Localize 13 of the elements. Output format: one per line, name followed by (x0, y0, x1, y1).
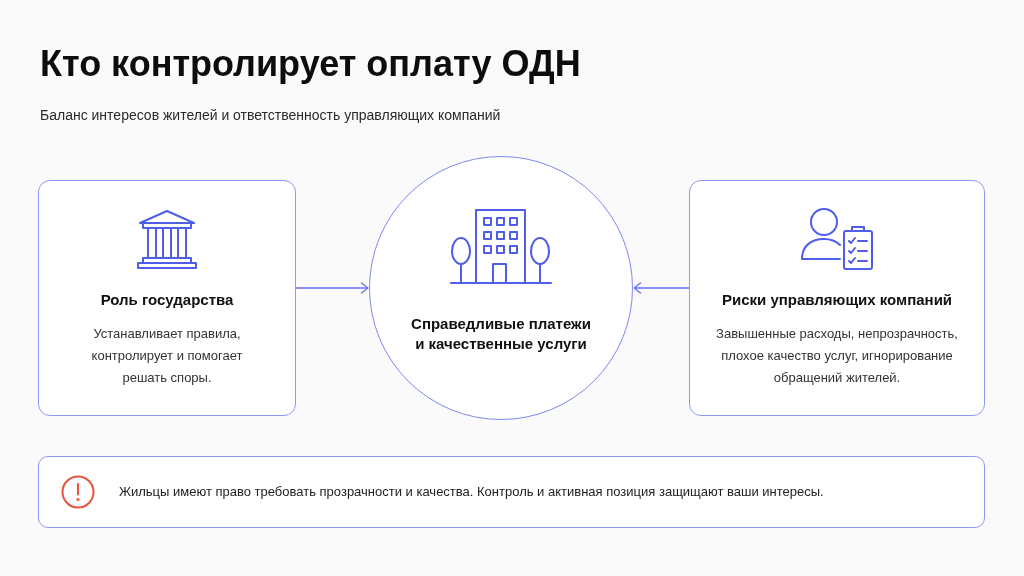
arrow (295, 282, 369, 294)
note-text: Жильцы имеют право требовать прозрачности и качества. Контроль и активная позиция защищают ваши интересы. (119, 483, 824, 501)
node-title: Справедливые платежи и качественные услуги (410, 314, 592, 354)
page-title: Кто контролирует оплату ОДН (40, 42, 581, 86)
node-description: Устанавливает правила, контролирует и помогает решать споры. (90, 325, 244, 387)
note-banner (38, 456, 985, 528)
arrow (633, 282, 690, 294)
node-description: Завышенные расходы, непрозрачность, плохое качество услуг, игнорирование обращений жителей. (715, 325, 959, 387)
node-title: Риски управляющих компаний (721, 290, 953, 310)
subtitle: Баланс интересов жителей и ответственность управляющих компаний (40, 106, 501, 124)
node-title: Роль государства (100, 290, 234, 310)
info-card (38, 180, 296, 416)
info-card (689, 180, 985, 416)
